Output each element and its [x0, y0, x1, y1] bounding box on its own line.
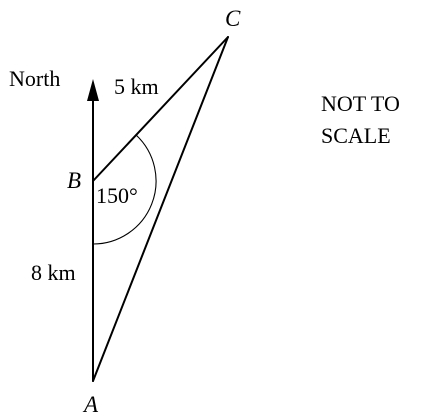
segment-bc [92, 36, 229, 182]
not-to-scale-line2: SCALE [321, 123, 391, 148]
north-label: North [9, 66, 60, 91]
point-a-label: A [82, 392, 99, 416]
length-bc-label: 5 km [114, 74, 159, 99]
length-ab-label: 8 km [31, 260, 76, 285]
north-arrowhead-icon [87, 79, 99, 101]
point-c-label: C [225, 6, 241, 31]
segment-ac [92, 36, 229, 382]
angle-b-label: 150° [96, 183, 138, 208]
not-to-scale-line1: NOT TO [321, 91, 400, 116]
angle-arc-b [92, 134, 157, 245]
point-b-label: B [67, 168, 81, 193]
